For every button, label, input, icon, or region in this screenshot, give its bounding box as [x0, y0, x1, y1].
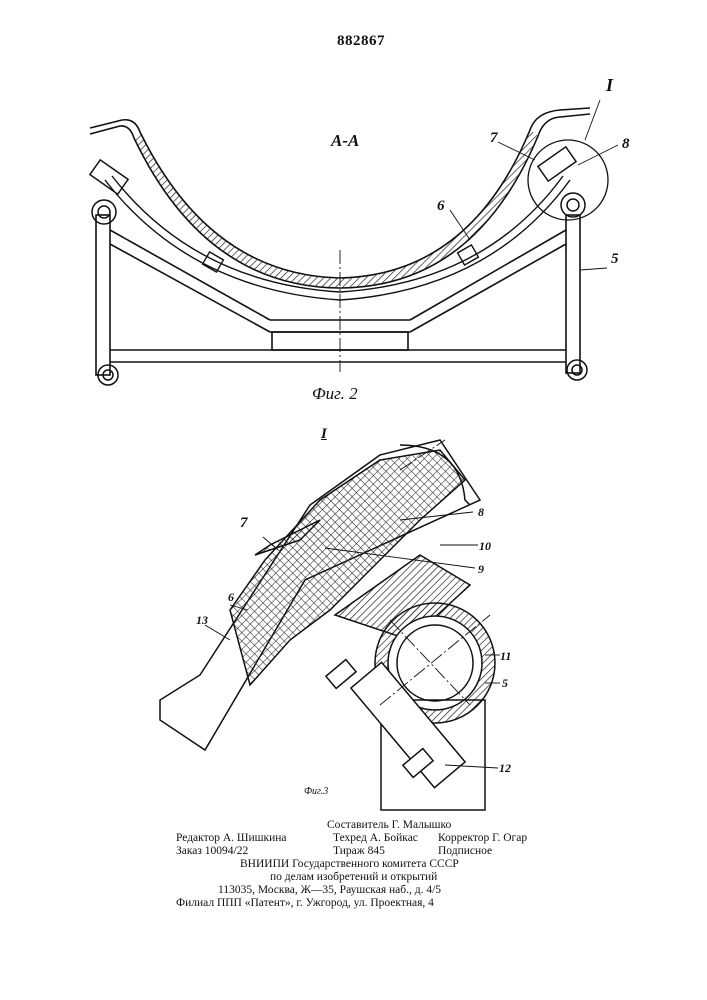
section-label-a-a: A-A [331, 131, 359, 151]
fig3-label-8: 8 [478, 505, 484, 520]
fig3-label-12: 12 [499, 761, 511, 776]
fig2-label-6: 6 [437, 198, 445, 215]
fig2-caption: Фиг. 2 [312, 384, 358, 404]
fig2-label-8: 8 [622, 136, 630, 153]
org-line2: по делам изобретений и открытий [270, 872, 437, 884]
support-frame [96, 215, 580, 375]
compiler: Составитель Г. Малышко [327, 820, 451, 832]
corrector: Корректор Г. Огар [438, 833, 527, 845]
fig3-label-13: 13 [196, 613, 208, 628]
org-line1: ВНИИПИ Государственного комитета СССР [240, 859, 459, 871]
fig3-title: I [321, 426, 327, 443]
leader-lines [450, 100, 618, 270]
figure-3-drawing [160, 440, 495, 810]
techred: Техред А. Бойкас [333, 833, 418, 845]
fig2-label-7: 7 [490, 130, 498, 147]
fig3-label-5: 5 [502, 676, 508, 691]
fig3-caption: Фиг.3 [304, 786, 328, 797]
address: 113035, Москва, Ж—35, Раушская наб., д. … [218, 885, 441, 897]
branch: Филиал ППП «Патент», г. Ужгород, ул. Про… [176, 898, 434, 910]
fig3-label-9: 9 [478, 562, 484, 577]
circulation: Тираж 845 [333, 846, 385, 858]
editor: Редактор А. Шишкина [176, 833, 287, 845]
fig3-label-6: 6 [228, 590, 234, 605]
fig3-label-7: 7 [240, 515, 248, 532]
order: Заказ 10094/22 [176, 846, 248, 858]
fig2-label-5: 5 [611, 251, 619, 268]
fig2-detail-mark: I [606, 75, 613, 96]
fig3-label-10: 10 [479, 539, 491, 554]
subscription: Подписное [438, 846, 492, 858]
fig3-label-11: 11 [500, 649, 511, 664]
